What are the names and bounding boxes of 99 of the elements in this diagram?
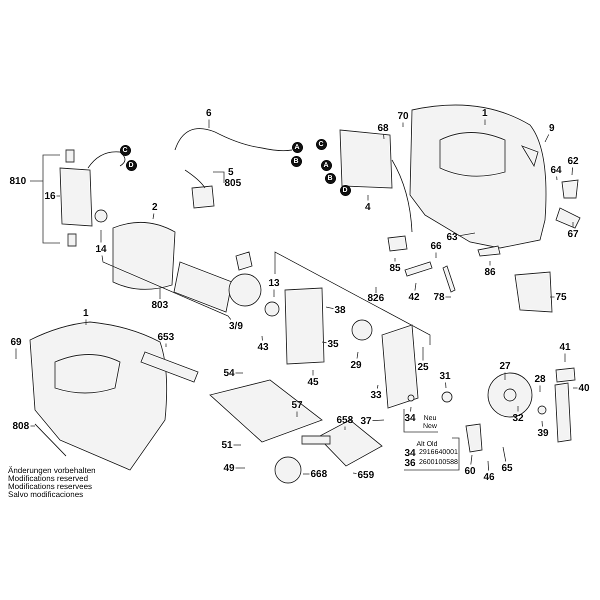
footnote: Modifications reserved	[8, 474, 88, 482]
callout-number: 34	[404, 412, 416, 424]
leader-line	[208, 119, 210, 128]
leader-line	[233, 444, 242, 446]
leader-line	[152, 213, 154, 220]
callout-number: 38	[334, 304, 346, 316]
callout-number: 31	[440, 370, 451, 382]
callout-number: 67	[568, 228, 579, 240]
callout-number: 826	[368, 292, 384, 304]
callout-number: 16	[44, 190, 56, 202]
leader-line	[458, 232, 476, 236]
callout-number: 36	[404, 458, 416, 468]
callout-number: 65	[502, 462, 513, 474]
leader-line	[322, 342, 327, 344]
callout-number: 803	[152, 300, 168, 310]
callout-number: 29	[350, 360, 362, 370]
leader-line	[262, 336, 263, 341]
leader-line	[344, 426, 346, 430]
leader-line	[542, 420, 543, 427]
callout-number: 25	[418, 362, 429, 372]
leader-line	[235, 372, 244, 374]
callout-number: 653	[158, 332, 174, 342]
footnote: Modifications reservees	[8, 482, 92, 490]
leader-line	[402, 122, 404, 128]
callout-number: 32	[512, 412, 524, 424]
callout-number: 45	[308, 376, 319, 388]
leader-line	[488, 460, 489, 471]
callout-number: 33	[370, 390, 382, 400]
callout-number: 46	[484, 472, 495, 482]
callout-number: 70	[398, 110, 409, 122]
leader-line	[356, 352, 358, 359]
leader-line	[550, 296, 555, 298]
callout-number: 60	[464, 466, 476, 476]
callout-number: 27	[500, 360, 511, 372]
callout-number: 66	[430, 240, 442, 252]
leader-line	[502, 446, 506, 462]
leader-line	[100, 230, 102, 243]
callout-number: 4	[365, 202, 371, 212]
callout-number: 13	[268, 278, 280, 288]
callout-number: 35	[328, 338, 339, 350]
leader-line	[352, 472, 357, 474]
callout-number: 810	[10, 176, 26, 186]
callout-number: 86	[484, 266, 496, 278]
callout-number: 6	[206, 108, 212, 118]
leader-line	[572, 167, 573, 176]
leader-line	[422, 346, 424, 361]
callout-number: 39	[538, 428, 549, 438]
leader-line	[376, 384, 378, 389]
leader-line	[326, 306, 334, 309]
callout-number: 37	[360, 416, 372, 426]
leader-line	[394, 258, 396, 262]
callout-number: 28	[534, 374, 546, 384]
callout-number: 808	[12, 420, 30, 432]
leader-line	[372, 420, 384, 422]
callout-number: 9	[549, 122, 555, 134]
callout-number: 1	[83, 308, 89, 318]
leader-line	[102, 255, 232, 320]
callout-number: 2	[152, 202, 158, 212]
callout-number: 57	[292, 400, 303, 410]
leader-line	[564, 353, 566, 362]
callout-number: 54	[224, 368, 235, 378]
callout-number: 85	[390, 262, 401, 274]
callout-number: 49	[224, 462, 235, 474]
leader-line	[445, 296, 452, 298]
leader-line	[414, 282, 416, 291]
footnote: Änderungen vorbehalten	[8, 466, 96, 474]
leader-line	[445, 382, 446, 388]
callout-number: 62	[568, 156, 579, 166]
callout-number: 69	[10, 336, 22, 348]
leader-line	[312, 370, 314, 376]
callout-number: 3/9	[229, 320, 243, 332]
leader-line	[484, 119, 486, 126]
callout-number: 668	[310, 468, 328, 480]
callout-number: 68	[378, 122, 389, 134]
callout-number: 34	[404, 448, 416, 458]
callout-number: 658	[336, 414, 354, 426]
callout-number: 42	[408, 292, 420, 302]
callout-number: 805	[224, 178, 242, 188]
callout-number: 63	[446, 232, 458, 242]
callout-number: 40	[578, 382, 590, 394]
leader-line	[556, 176, 558, 180]
leader-line	[296, 411, 298, 418]
callout-number: 43	[258, 342, 269, 352]
leader-line	[383, 134, 384, 140]
callout-number: 659	[358, 470, 374, 480]
leader-line	[572, 222, 574, 228]
leader-line	[544, 134, 550, 142]
callout-number: 75	[556, 292, 567, 302]
leader-line	[410, 406, 412, 412]
callout-number: 1	[482, 108, 488, 118]
callout-number: 41	[560, 342, 571, 352]
callout-number: 78	[434, 292, 445, 302]
callout-number: 5	[228, 166, 234, 178]
footnote: Salvo modificaciones	[8, 490, 84, 498]
callout-number: 14	[96, 244, 107, 254]
callout-number: 64	[550, 164, 562, 176]
leader-line	[504, 372, 506, 380]
leader-line	[470, 454, 472, 465]
callout-number: 51	[222, 440, 233, 450]
